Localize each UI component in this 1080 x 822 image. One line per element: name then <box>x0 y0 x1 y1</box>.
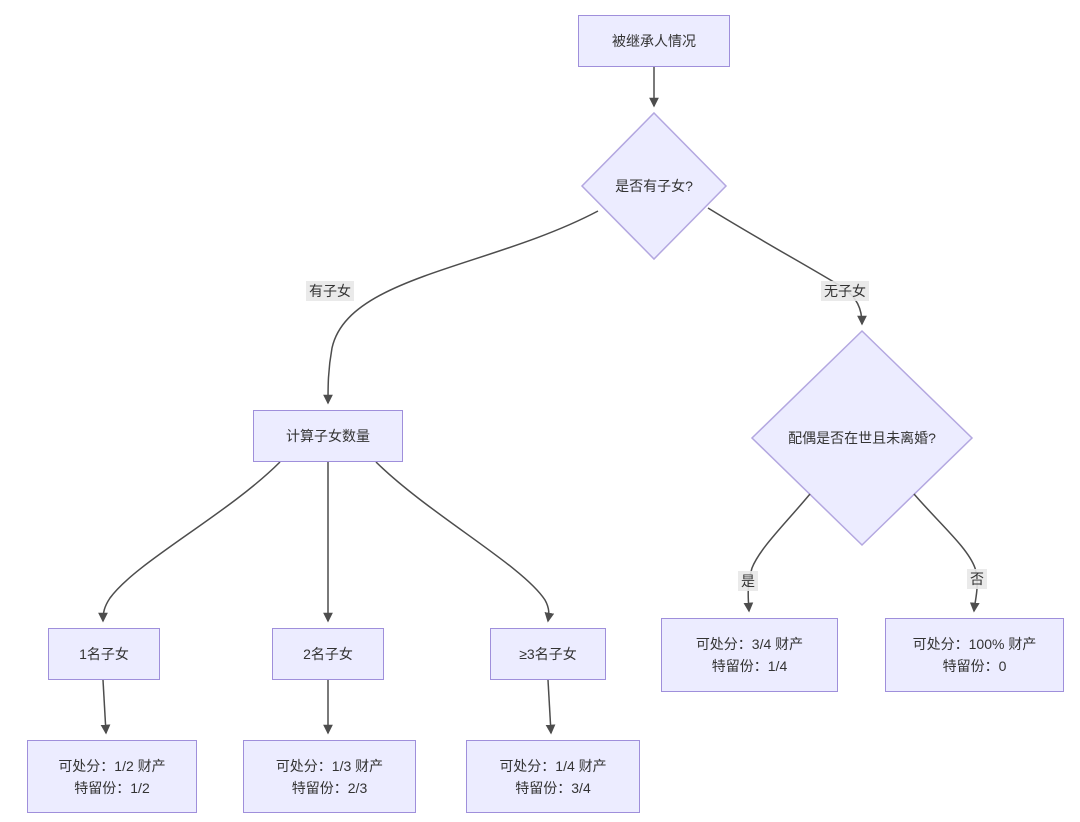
edge-label-no-text: 否 <box>970 571 984 587</box>
result-line1: 可处分：1/2 财产 <box>58 757 166 774</box>
node-start: 被继承人情况 <box>578 15 730 67</box>
node-calc-children-label: 计算子女数量 <box>286 428 370 444</box>
edge-one-child-to-result <box>100 679 111 735</box>
edge-label-no-children-text: 无子女 <box>824 283 866 299</box>
decision-has-children-label: 是否有子女? <box>615 176 693 196</box>
edge-calc-to-three-plus <box>375 461 555 623</box>
edge-label-yes-text: 是 <box>741 573 755 589</box>
node-result-one-child: 可处分：1/2 财产 特留份：1/2 <box>27 740 197 813</box>
decision-spouse-shape <box>750 329 974 547</box>
result-line2: 特留份：0 <box>942 658 1007 674</box>
node-result-three-plus: 可处分：1/4 财产 特留份：3/4 <box>466 740 640 813</box>
decision-spouse-label: 配偶是否在世且未离婚? <box>788 428 936 448</box>
result-line1: 可处分：100% 财产 <box>912 636 1037 652</box>
edge-label-no: 否 <box>967 569 987 589</box>
decision-has-children-text: 是否有子女? <box>615 178 693 194</box>
result-line2: 特留份：3/4 <box>515 779 591 796</box>
result-line1: 可处分：1/3 财产 <box>275 757 384 774</box>
edge-decision1-to-calc <box>323 210 599 405</box>
node-calc-children: 计算子女数量 <box>253 410 403 462</box>
node-one-child: 1名子女 <box>48 628 160 680</box>
decision-has-children-shape <box>580 111 728 261</box>
node-two-children-label: 2名子女 <box>303 646 353 662</box>
node-two-children: 2名子女 <box>272 628 384 680</box>
edge-decision2-yes-to-result <box>743 493 811 613</box>
edge-three-plus-to-result <box>545 679 556 735</box>
result-line2: 特留份：2/3 <box>291 779 368 796</box>
edge-label-no-children: 无子女 <box>821 281 869 301</box>
node-result-spouse-no: 可处分：100% 财产 特留份：0 <box>885 618 1064 692</box>
node-three-plus-children: ≥3名子女 <box>490 628 606 680</box>
edge-label-has-children: 有子女 <box>306 281 354 301</box>
edge-calc-to-one-child <box>98 461 281 623</box>
decision-spouse-text: 配偶是否在世且未离婚? <box>788 430 936 446</box>
result-line2: 特留份：1/2 <box>74 779 150 796</box>
node-three-plus-children-label: ≥3名子女 <box>519 646 577 662</box>
node-result-spouse-yes: 可处分：3/4 财产 特留份：1/4 <box>661 618 838 692</box>
edge-decision1-to-decision2 <box>707 207 867 326</box>
node-start-label: 被继承人情况 <box>612 33 696 49</box>
node-one-child-label: 1名子女 <box>79 646 129 662</box>
result-line2: 特留份：1/4 <box>711 658 788 674</box>
edge-decision2-no-to-result <box>913 493 980 613</box>
result-line1: 可处分：1/4 财产 <box>499 757 607 774</box>
result-line1: 可处分：3/4 财产 <box>695 636 804 652</box>
node-result-two-children: 可处分：1/3 财产 特留份：2/3 <box>243 740 416 813</box>
edge-label-has-children-text: 有子女 <box>309 283 351 299</box>
edge-label-yes: 是 <box>738 571 758 591</box>
